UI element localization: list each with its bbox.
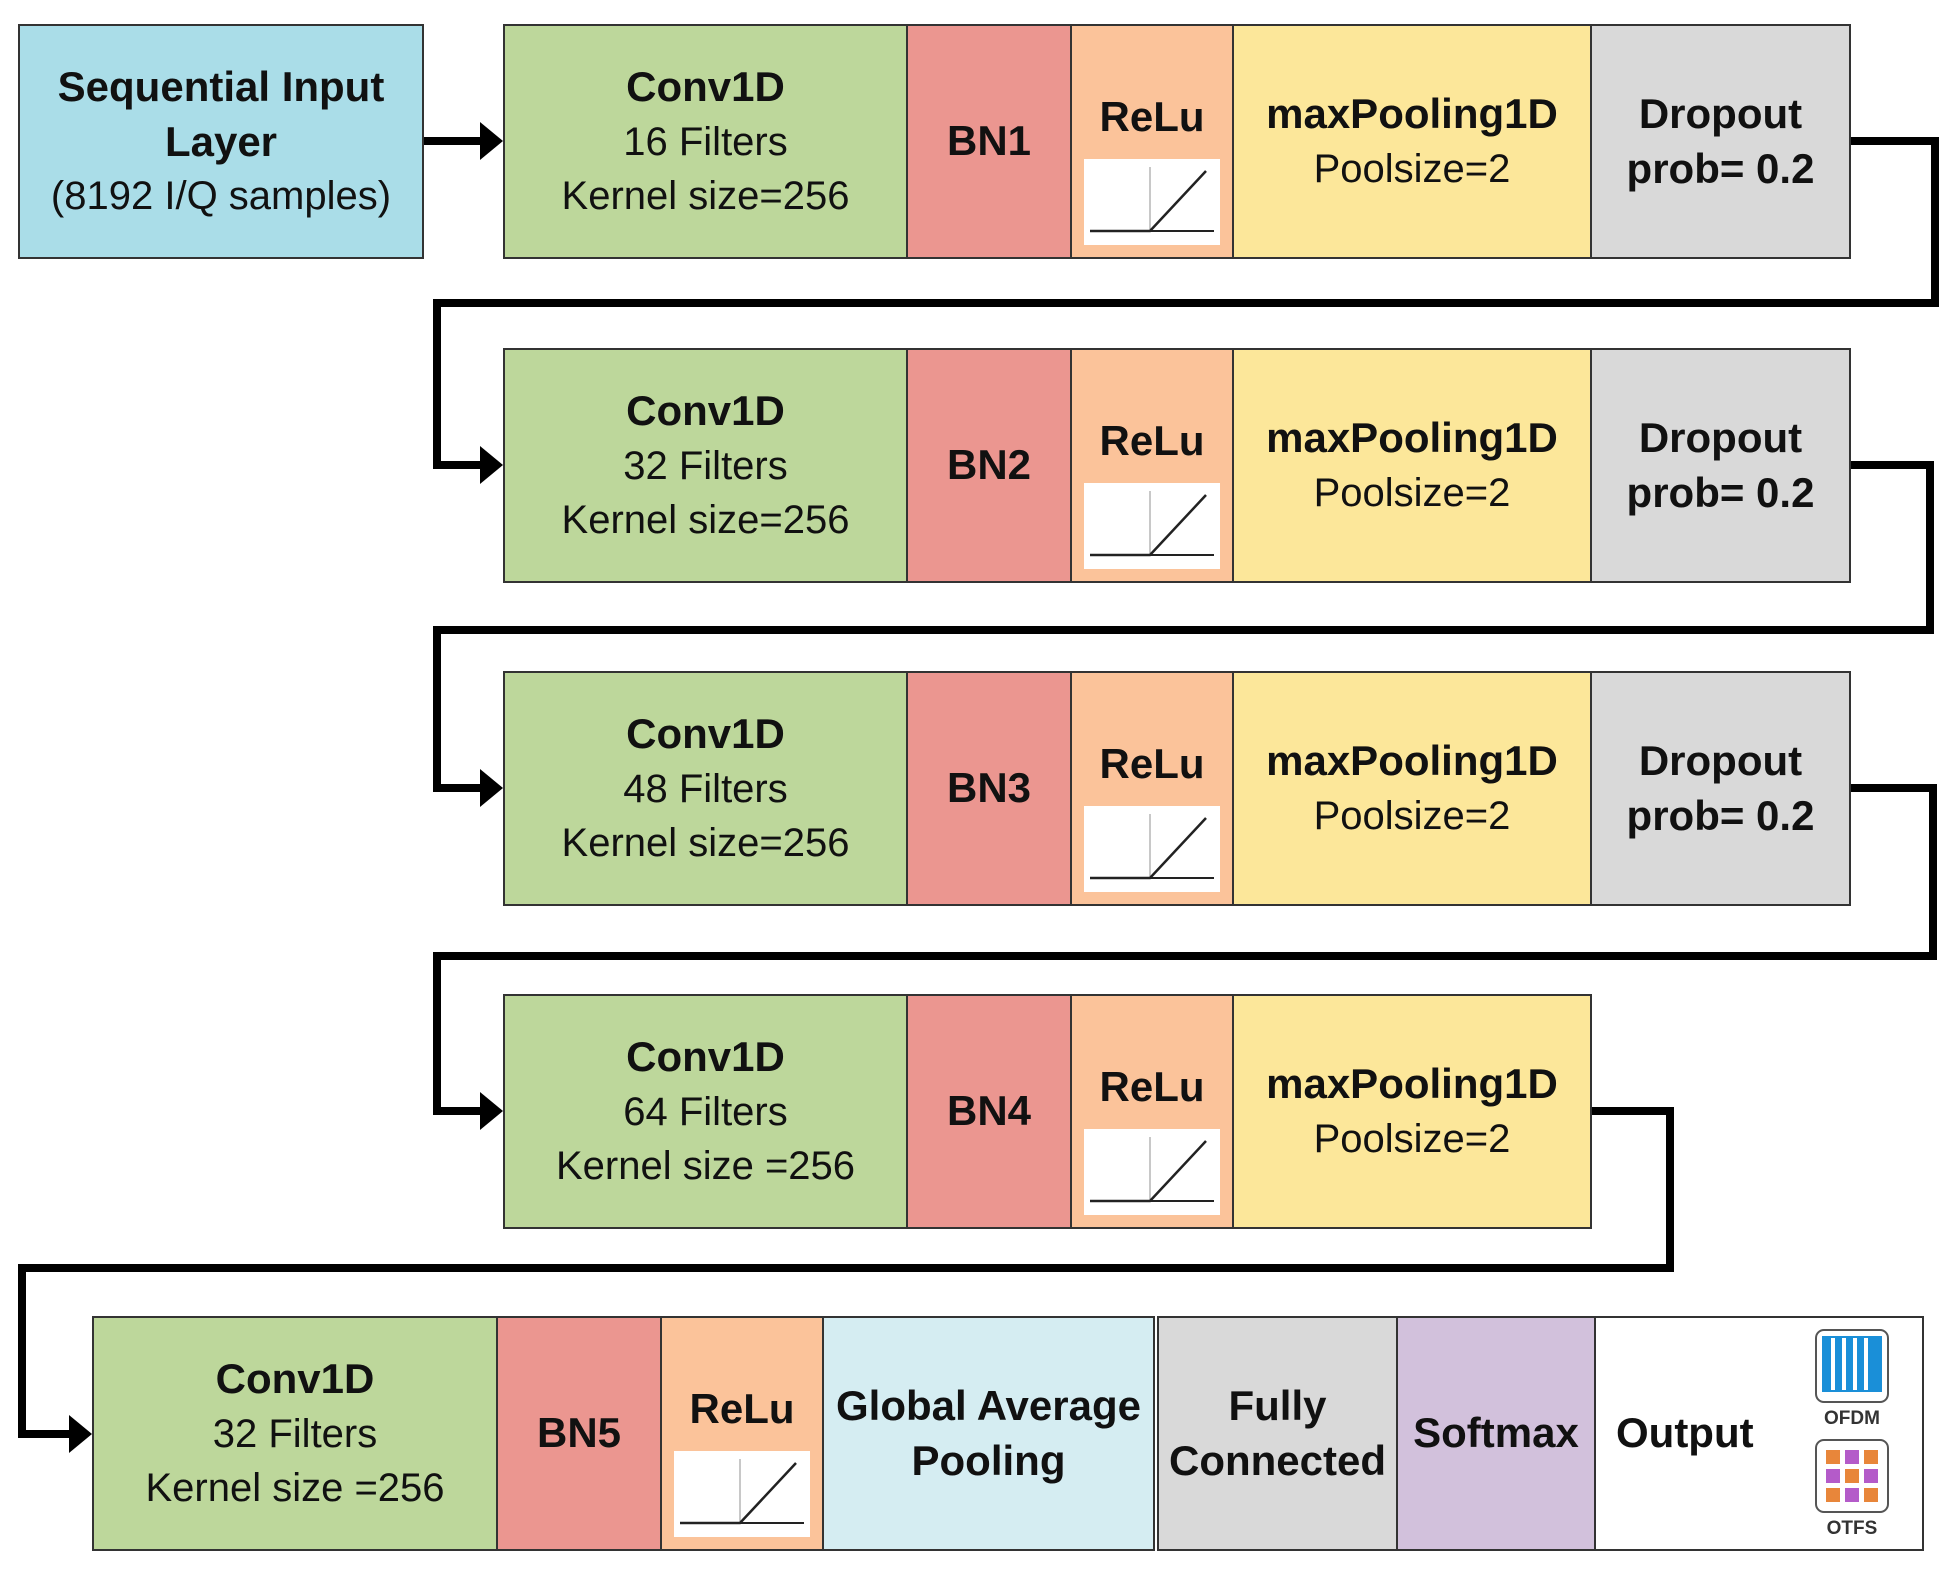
maxpool-block-1: maxPooling1D Poolsize=2 bbox=[1232, 24, 1592, 259]
bn-label: BN5 bbox=[536, 1409, 622, 1457]
fc-label-line2: Connected bbox=[1168, 1436, 1386, 1484]
relu-plot-icon bbox=[674, 1450, 810, 1537]
output-block: Output OFDM bbox=[1594, 1316, 1924, 1551]
conv-title: Conv1D bbox=[626, 387, 785, 435]
softmax-label: Softmax bbox=[1413, 1409, 1579, 1457]
conv-kernel: Kernel size=256 bbox=[561, 173, 850, 218]
conv-title: Conv1D bbox=[215, 1355, 375, 1403]
ofdm-label: OFDM bbox=[1824, 1408, 1880, 1429]
ofdm-class: OFDM bbox=[1814, 1328, 1890, 1430]
relu-label: ReLu bbox=[689, 1385, 795, 1432]
bn-label: BN3 bbox=[946, 764, 1032, 812]
batchnorm-block-1: BN1 bbox=[906, 24, 1072, 259]
relu-label: ReLu bbox=[1099, 740, 1205, 787]
conv-kernel: Kernel size =256 bbox=[145, 1465, 445, 1510]
otfs-class: OTFS bbox=[1814, 1438, 1890, 1540]
conv1d-block-1: Conv1D 16 Filters Kernel size=256 bbox=[503, 24, 908, 259]
relu-plot-icon bbox=[1084, 482, 1220, 569]
bn-label: BN2 bbox=[946, 441, 1032, 489]
relu-plot-icon bbox=[1084, 805, 1220, 892]
conv1d-block-2: Conv1D 32 Filters Kernel size=256 bbox=[503, 348, 908, 583]
relu-plot-icon bbox=[1084, 158, 1220, 245]
conv-kernel: Kernel size=256 bbox=[561, 497, 850, 542]
dropout-block-2: Dropout prob= 0.2 bbox=[1590, 348, 1851, 583]
conv-filters: 16 Filters bbox=[623, 119, 788, 164]
batchnorm-block-3: BN3 bbox=[906, 671, 1072, 906]
conv-kernel: Kernel size=256 bbox=[561, 820, 850, 865]
input-layer-box: Sequential Input Layer (8192 I/Q samples… bbox=[18, 24, 424, 259]
pool-size: Poolsize=2 bbox=[1313, 470, 1511, 515]
dropout-prob: prob= 0.2 bbox=[1626, 144, 1815, 192]
relu-plot-icon bbox=[1084, 1128, 1220, 1215]
conv-kernel: Kernel size =256 bbox=[555, 1143, 856, 1188]
pool-size: Poolsize=2 bbox=[1313, 1116, 1511, 1161]
dropout-title: Dropout bbox=[1638, 89, 1803, 137]
dropout-title: Dropout bbox=[1638, 413, 1803, 461]
pool-title: maxPooling1D bbox=[1266, 414, 1558, 462]
relu-label: ReLu bbox=[1099, 93, 1205, 140]
pool-size: Poolsize=2 bbox=[1313, 793, 1511, 838]
input-layer-title: Sequential Input bbox=[57, 62, 385, 110]
maxpool-block-4: maxPooling1D Poolsize=2 bbox=[1232, 994, 1592, 1229]
conv-title: Conv1D bbox=[626, 1033, 785, 1081]
otfs-icon bbox=[1815, 1439, 1889, 1513]
pool-size: Poolsize=2 bbox=[1313, 146, 1511, 191]
conv1d-block-3: Conv1D 48 Filters Kernel size=256 bbox=[503, 671, 908, 906]
batchnorm-block-4: BN4 bbox=[906, 994, 1072, 1229]
pool-title: maxPooling1D bbox=[1266, 1060, 1558, 1108]
global-average-pooling-block: Global Average Pooling bbox=[822, 1316, 1155, 1551]
conv1d-block-5: Conv1D 32 Filters Kernel size =256 bbox=[92, 1316, 498, 1551]
conv-filters: 32 Filters bbox=[623, 443, 788, 488]
dropout-prob: prob= 0.2 bbox=[1626, 468, 1815, 516]
dropout-prob: prob= 0.2 bbox=[1626, 791, 1815, 839]
otfs-label: OTFS bbox=[1826, 1518, 1878, 1539]
input-layer-subtitle: Layer bbox=[164, 117, 278, 165]
maxpool-block-2: maxPooling1D Poolsize=2 bbox=[1232, 348, 1592, 583]
output-label: Output bbox=[1616, 1409, 1754, 1457]
pool-title: maxPooling1D bbox=[1266, 90, 1558, 138]
relu-block-5: ReLu bbox=[660, 1316, 824, 1551]
batchnorm-block-5: BN5 bbox=[496, 1316, 662, 1551]
pool-title: maxPooling1D bbox=[1266, 737, 1558, 785]
dropout-block-1: Dropout prob= 0.2 bbox=[1590, 24, 1851, 259]
relu-block-1: ReLu bbox=[1070, 24, 1234, 259]
bn-label: BN4 bbox=[946, 1087, 1032, 1135]
relu-block-2: ReLu bbox=[1070, 348, 1234, 583]
batchnorm-block-2: BN2 bbox=[906, 348, 1072, 583]
conv1d-block-4: Conv1D 64 Filters Kernel size =256 bbox=[503, 994, 908, 1229]
relu-label: ReLu bbox=[1099, 417, 1205, 464]
conv-filters: 64 Filters bbox=[623, 1089, 788, 1134]
fc-label-line1: Fully bbox=[1228, 1381, 1327, 1429]
softmax-block: Softmax bbox=[1396, 1316, 1596, 1551]
ofdm-icon bbox=[1815, 1329, 1889, 1403]
conv-title: Conv1D bbox=[626, 710, 785, 758]
relu-block-4: ReLu bbox=[1070, 994, 1234, 1229]
relu-block-3: ReLu bbox=[1070, 671, 1234, 906]
conv-title: Conv1D bbox=[626, 63, 785, 111]
gap-label-line2: Pooling bbox=[911, 1436, 1066, 1484]
gap-label-line1: Global Average bbox=[836, 1381, 1141, 1429]
dropout-title: Dropout bbox=[1638, 736, 1803, 784]
conv-filters: 32 Filters bbox=[212, 1411, 378, 1456]
input-layer-samples: (8192 I/Q samples) bbox=[50, 174, 392, 219]
dropout-block-3: Dropout prob= 0.2 bbox=[1590, 671, 1851, 906]
fully-connected-block: Fully Connected bbox=[1157, 1316, 1398, 1551]
bn-label: BN1 bbox=[946, 117, 1032, 165]
conv-filters: 48 Filters bbox=[623, 766, 788, 811]
relu-label: ReLu bbox=[1099, 1063, 1205, 1110]
maxpool-block-3: maxPooling1D Poolsize=2 bbox=[1232, 671, 1592, 906]
